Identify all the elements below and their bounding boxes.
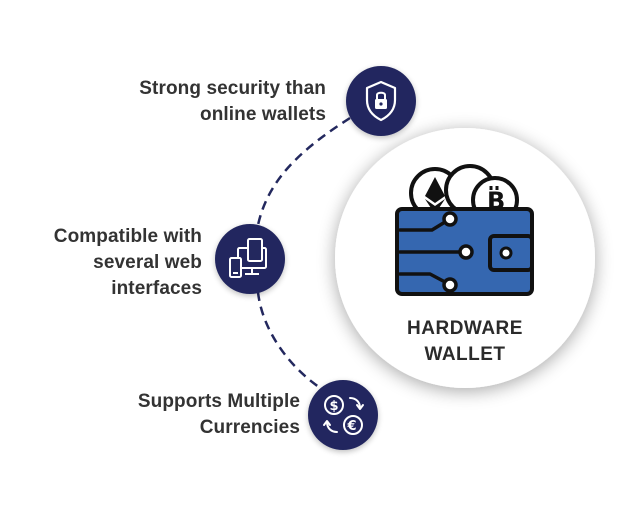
feature-label-line: Strong security than bbox=[139, 78, 326, 99]
feature-label-line: interfaces bbox=[111, 278, 202, 299]
feature-label-line: Compatible with bbox=[53, 226, 202, 247]
feature-label-currencies: Supports Multiple Currencies bbox=[138, 389, 300, 441]
feature-label-security: Strong security than online wallets bbox=[139, 76, 326, 128]
feature-label-line: online wallets bbox=[200, 104, 326, 125]
devices-icon bbox=[229, 238, 267, 278]
svg-text:€: € bbox=[347, 419, 357, 434]
connector-arc bbox=[256, 116, 351, 395]
shield-lock-icon bbox=[365, 80, 397, 122]
currency-exchange-icon: $ € bbox=[323, 395, 364, 435]
center-title: HARDWARE WALLET bbox=[380, 316, 550, 368]
currencies-badge bbox=[308, 380, 378, 450]
center-title-line2: WALLET bbox=[424, 344, 506, 365]
feature-label-line: several web bbox=[93, 252, 202, 273]
feature-label-line: Supports Multiple bbox=[137, 391, 300, 412]
hardware-wallet-icon: B bbox=[395, 164, 534, 296]
feature-label-line: Currencies bbox=[199, 417, 300, 438]
feature-label-compatible: Compatible with several web interfaces bbox=[54, 224, 202, 302]
center-title-line1: HARDWARE bbox=[407, 318, 523, 339]
svg-text:$: $ bbox=[330, 399, 339, 414]
